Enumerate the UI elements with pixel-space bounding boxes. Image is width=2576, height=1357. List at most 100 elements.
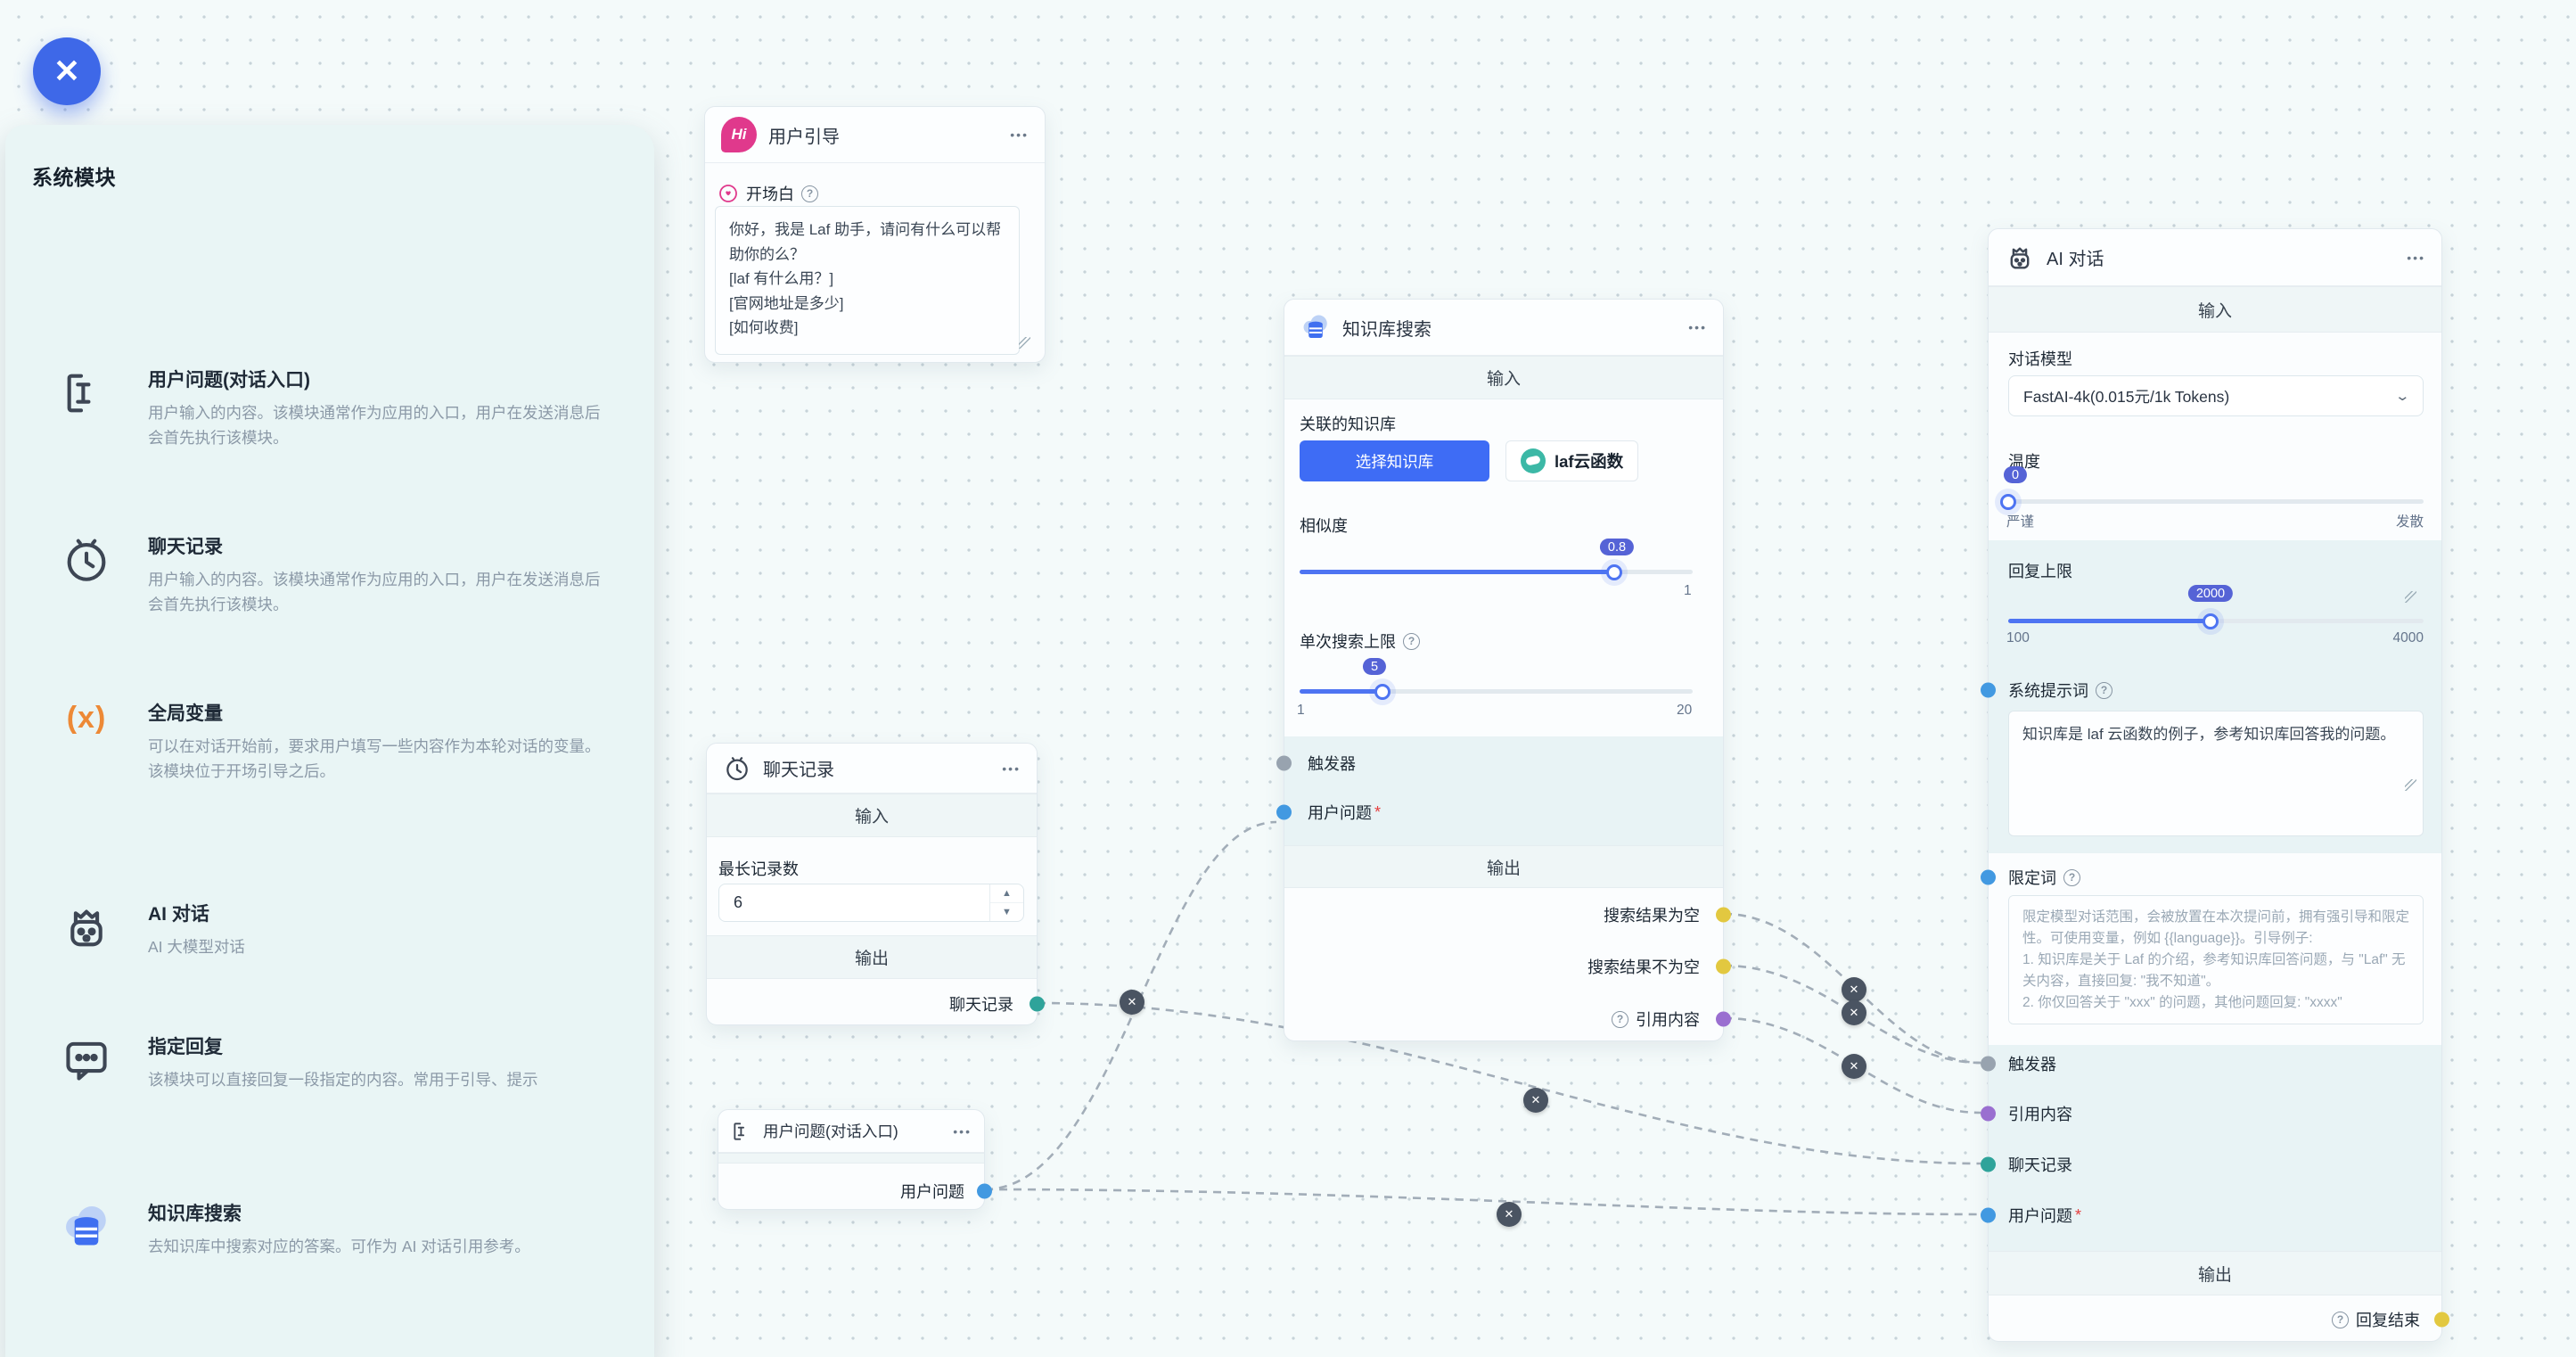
port-result-empty-out[interactable]	[1716, 907, 1731, 923]
laf-icon	[1521, 448, 1546, 473]
input-section-band: 输入	[707, 794, 1037, 837]
max-records-label: 最长记录数	[718, 860, 799, 878]
module-title: 全局变量	[148, 703, 223, 724]
model-select[interactable]: FastAI-4k(0.015元/1k Tokens) ⌄	[2008, 375, 2424, 416]
sidebar-item-fixed-reply[interactable]: 指定回复 该模块可以直接回复一段指定的内容。常用于引导、提示	[5, 1032, 629, 1092]
module-desc: 用户输入的内容。该模块通常作为应用的入口，用户在发送消息后会首先执行该模块。	[148, 404, 601, 448]
port-system-prompt-in[interactable]	[1981, 682, 1996, 698]
slider-thumb[interactable]	[2000, 493, 2016, 510]
module-title: 指定回复	[148, 1037, 223, 1057]
node-chat-history-header[interactable]: 聊天记录 •••	[707, 744, 1037, 794]
sidebar-item-user-question[interactable]: 用户问题(对话入口) 用户输入的内容。该模块通常作为应用的入口，用户在发送消息后…	[5, 366, 629, 451]
dataset-tag[interactable]: laf云函数	[1505, 440, 1639, 481]
node-ai-chat-header[interactable]: AI 对话 •••	[1989, 229, 2441, 286]
port-row-trigger: 触发器	[1981, 1050, 2424, 1077]
node-user-guide-header[interactable]: Hi 用户引导 •••	[705, 107, 1045, 163]
slider-value-badge: 5	[1362, 658, 1387, 675]
slider-thumb[interactable]	[2202, 613, 2219, 629]
system-prompt-textarea[interactable]: 知识库是 laf 云函数的例子，参考知识库回答我的问题。	[2008, 711, 2424, 836]
module-sidebar: 系统模块 用户问题(对话入口) 用户输入的内容。该模块通常作为应用的入口，用户在…	[5, 125, 654, 1357]
stepper-down-button[interactable]: ▼	[1002, 907, 1012, 917]
slider-max-label: 4000	[2392, 630, 2424, 646]
sidebar-item-kb-search[interactable]: 知识库搜索 去知识库中搜索对应的答案。可作为 AI 对话引用参考。	[5, 1199, 629, 1259]
sidebar-item-chat-history[interactable]: 聊天记录 用户输入的内容。该模块通常作为应用的入口，用户在发送消息后会首先执行该…	[5, 532, 629, 618]
sidebar-item-ai-chat[interactable]: AI 对话 AI 大模型对话	[5, 900, 629, 959]
heart-bubble-icon	[719, 185, 737, 202]
edge-delete-button[interactable]: ✕	[1120, 990, 1144, 1015]
resize-handle[interactable]	[1019, 337, 1030, 349]
port-result-not-empty-out[interactable]	[1716, 958, 1731, 975]
node-title: 聊天记录	[763, 761, 834, 780]
temperature-slider[interactable]	[2000, 493, 2424, 510]
port-row-result-empty: 搜索结果为空	[1302, 901, 1731, 928]
help-icon[interactable]: ?	[801, 185, 818, 202]
help-icon[interactable]: ?	[1612, 1010, 1628, 1028]
slider-thumb[interactable]	[1374, 683, 1391, 700]
port-quote-in[interactable]	[1981, 1106, 1996, 1122]
port-quote-out[interactable]	[1716, 1011, 1731, 1027]
knowledge-base-icon	[48, 1199, 125, 1259]
help-icon[interactable]: ?	[1403, 632, 1420, 650]
port-user-question-in[interactable]	[1981, 1207, 1996, 1223]
node-title: AI 对话	[2047, 250, 2104, 269]
close-button[interactable]: ✕	[33, 37, 101, 105]
slider-min-label: 严谨	[2006, 514, 2035, 530]
node-kb-search: 知识库搜索 ••• 输入 关联的知识库 选择知识库 laf云函数 相似度 0.8…	[1276, 299, 1731, 1041]
module-desc: 去知识库中搜索对应的答案。可作为 AI 对话引用参考。	[148, 1238, 530, 1255]
help-icon[interactable]: ?	[2332, 1311, 2349, 1328]
node-menu-button[interactable]: •••	[1010, 127, 1029, 142]
help-icon[interactable]: ?	[2063, 868, 2080, 886]
port-trigger-in[interactable]	[1276, 755, 1292, 771]
module-title: AI 对话	[148, 904, 209, 925]
reply-bubble-icon	[48, 1032, 125, 1092]
port-row-trigger: 触发器	[1276, 750, 1705, 777]
robot-icon	[48, 900, 125, 959]
node-menu-button[interactable]: •••	[953, 1123, 972, 1139]
search-limit-slider[interactable]	[1300, 683, 1693, 700]
edge-delete-button[interactable]: ✕	[1523, 1088, 1548, 1113]
clock-icon	[48, 532, 125, 618]
resize-handle[interactable]	[2405, 591, 2416, 603]
chevron-down-icon: ⌄	[2394, 389, 2411, 404]
port-chat-history-out[interactable]	[1030, 996, 1045, 1012]
port-trigger-in[interactable]	[1981, 1056, 1996, 1072]
node-chat-history: 聊天记录 ••• 输入 最长记录数 6 ▲ ▼ 输出 聊天记录	[706, 743, 1045, 1025]
max-records-input[interactable]: 6 ▲ ▼	[718, 884, 1024, 922]
port-limit-word-in[interactable]	[1981, 869, 1996, 885]
node-menu-button[interactable]: •••	[1002, 761, 1021, 776]
node-kb-search-header[interactable]: 知识库搜索 •••	[1284, 300, 1723, 356]
limit-word-textarea[interactable]	[2008, 895, 2424, 1024]
port-chat-history-in[interactable]	[1981, 1156, 1996, 1172]
slider-thumb[interactable]	[1605, 563, 1622, 580]
knowledge-base-icon	[1303, 315, 1327, 339]
node-user-question-header[interactable]: 用户问题(对话入口) •••	[718, 1110, 984, 1153]
node-menu-button[interactable]: •••	[2407, 250, 2425, 265]
stepper-up-button[interactable]: ▲	[990, 884, 1023, 903]
sidebar-item-global-variable[interactable]: (x) 全局变量 可以在对话开始前，要求用户填写一些内容作为本轮对话的变量。该模…	[5, 699, 629, 785]
module-title: 聊天记录	[148, 537, 223, 557]
resize-handle[interactable]	[2405, 779, 2416, 791]
slider-value-badge: 0.8	[1599, 539, 1635, 555]
port-row-user-question: 用户问题*	[1276, 799, 1705, 826]
sidebar-title: 系统模块	[32, 166, 116, 189]
opening-remark-textarea[interactable]: 你好，我是 Laf 助手，请问有什么可以帮助你的么？ [laf 有什么用？] […	[715, 206, 1020, 355]
reply-limit-slider[interactable]	[2008, 613, 2424, 629]
edge-delete-button[interactable]: ✕	[1842, 1054, 1866, 1079]
node-menu-button[interactable]: •••	[1688, 320, 1707, 334]
port-reply-end-out[interactable]	[2434, 1312, 2449, 1328]
module-title: 知识库搜索	[148, 1204, 242, 1224]
opening-remark-label: 开场白 ?	[718, 182, 818, 205]
port-row-user-question-out: 用户问题	[736, 1178, 992, 1205]
similarity-slider[interactable]	[1300, 563, 1693, 580]
help-icon[interactable]: ?	[2096, 681, 2112, 699]
output-section-band: 输出	[1989, 1251, 2441, 1295]
port-user-question-in[interactable]	[1276, 804, 1292, 820]
edge-delete-button[interactable]: ✕	[1497, 1202, 1522, 1227]
port-row-limit-word: 限定词 ?	[1981, 864, 2424, 891]
port-user-question-out[interactable]	[977, 1183, 992, 1199]
select-kb-button[interactable]: 选择知识库	[1300, 440, 1489, 481]
edge-delete-button[interactable]: ✕	[1842, 1000, 1866, 1025]
input-section-band: 输入	[1989, 286, 2441, 333]
edge-delete-button[interactable]: ✕	[1842, 977, 1866, 1002]
